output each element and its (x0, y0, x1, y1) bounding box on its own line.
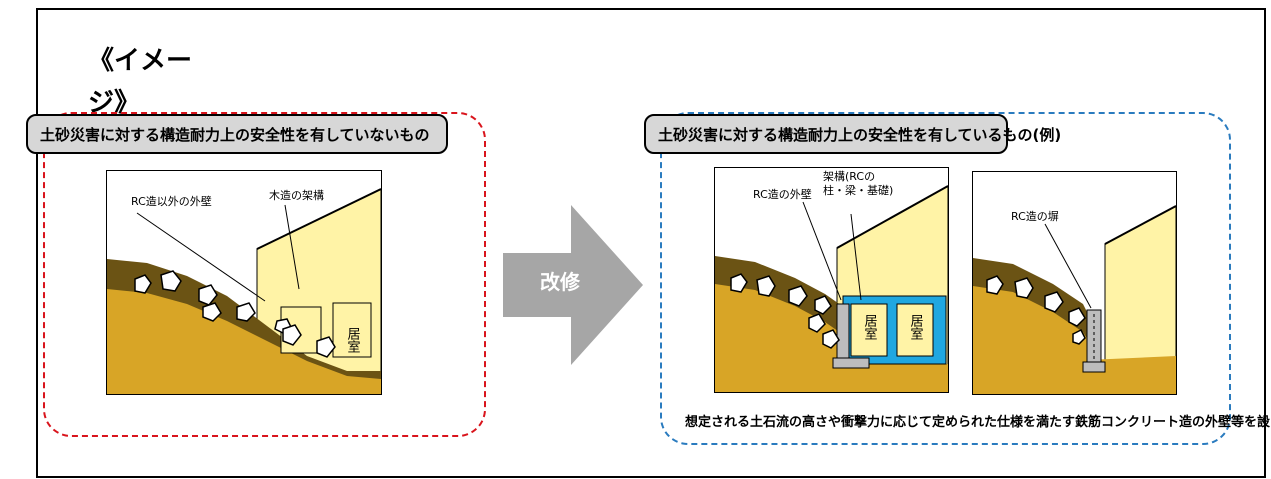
right-dashed-box (660, 112, 1231, 445)
label-rc-fence: RC造の塀 (1011, 209, 1059, 223)
right-caption: 土砂災害に対する構造耐力上の安全性を有しているもの(例) (644, 114, 1061, 154)
rc-outer-wall (836, 303, 850, 365)
right-note: 想定される土石流の高さや衝撃力に応じて定められた仕様を満たす鉄筋コンクリート造の… (685, 415, 1271, 430)
right-illustration-rc-frame: 居室 居室 RC造の外壁 架構(RCの 柱・梁・基礎) (714, 167, 949, 393)
soil-slope (973, 286, 1088, 394)
label-rc-outer-wall: RC造の外壁 (753, 187, 812, 201)
room-label-left-1: 居室 (345, 327, 361, 353)
soil-slope (715, 284, 845, 392)
figure-frame (36, 8, 1266, 478)
soil-slope (107, 289, 381, 394)
room-box-2 (332, 302, 372, 358)
arrow-label: 改修 (540, 270, 580, 294)
label-non-rc-outer-wall: RC造以外の外壁 (131, 194, 212, 208)
left-illustration: 居室 RC造以外の外壁 木造の架構 (106, 170, 382, 395)
house-roof-line (256, 188, 381, 250)
label-rc-frame-line1: 架構(RCの (823, 170, 875, 183)
room-label-right-1: 居室 (862, 314, 878, 340)
label-rc-frame-line2: 柱・梁・基礎) (823, 183, 893, 197)
rocks (134, 270, 336, 358)
arrow-right-icon (503, 205, 643, 365)
left-dashed-box (43, 112, 486, 437)
left-caption: 土砂災害に対する構造耐力上の安全性を有していないもの (26, 114, 448, 154)
room-label-right-2: 居室 (908, 314, 924, 340)
right-illustration-rc-fence: RC造の塀 (972, 171, 1177, 395)
label-wooden-frame: 木造の架構 (269, 188, 324, 202)
